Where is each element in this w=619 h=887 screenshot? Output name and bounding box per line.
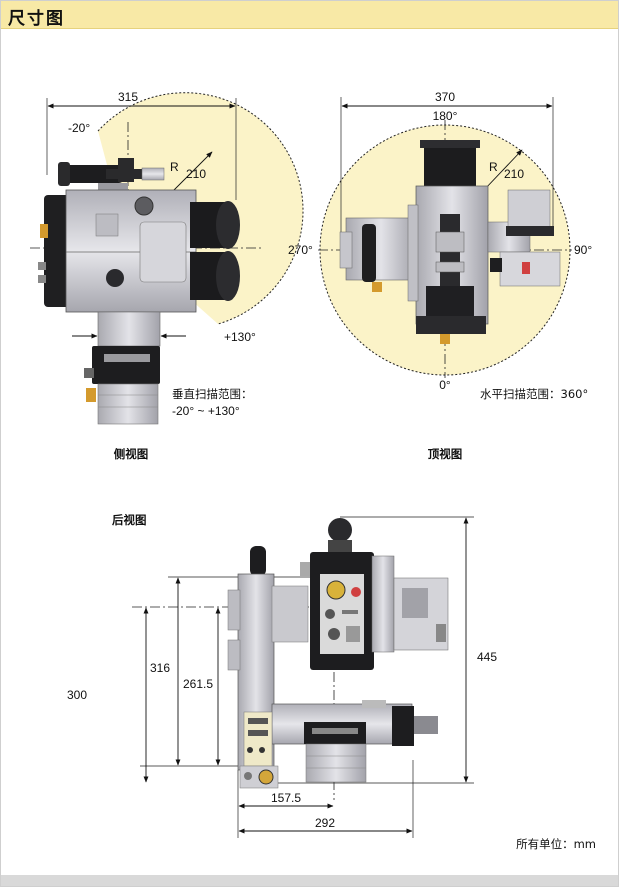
rear-dim-292: 292 [315, 816, 335, 830]
top-radius-symbol: R [489, 160, 498, 174]
unit-note: 所有单位：mm [516, 837, 596, 851]
side-view-caption: 侧视图 [114, 447, 149, 461]
side-angle-max: +130° [224, 330, 256, 344]
top-angle-270: 270° [288, 243, 313, 257]
rear-dim-316: 316 [150, 661, 170, 675]
rear-view-caption: 后视图 [112, 513, 147, 527]
side-angle-min: -20° [68, 121, 90, 135]
side-view: 315 R 210 -20° +130° [30, 90, 304, 461]
rear-dim-445: 445 [477, 650, 497, 664]
top-angle-180: 180° [433, 109, 458, 123]
side-radius-value: 210 [186, 167, 206, 181]
page-title: 尺寸图 [8, 9, 65, 29]
top-width-dim: 370 [435, 90, 455, 104]
top-view-caption: 顶视图 [428, 447, 463, 461]
side-radius-symbol: R [170, 160, 179, 174]
side-base [84, 311, 161, 425]
bottom-bar [1, 875, 618, 886]
top-radius-value: 210 [504, 167, 524, 181]
top-angle-90: 90° [574, 243, 592, 257]
top-scan-range: 水平扫描范围：360° [480, 387, 588, 401]
top-angle-0: 0° [439, 378, 451, 392]
side-lenses [190, 201, 240, 301]
rear-view: 后视图 445 316 261.5 300 157.5 292 [67, 513, 497, 838]
top-radius-line [483, 149, 523, 191]
top-view: 370 R 210 180° 270° 90° 0° [288, 90, 592, 461]
side-scan-arc [97, 92, 304, 325]
rear-dim-300: 300 [67, 688, 87, 702]
side-housing [38, 189, 197, 313]
side-scan-range: -20° ~ +130° [172, 404, 240, 418]
title-bar: 尺寸图 [1, 1, 618, 29]
rear-dim-1575: 157.5 [271, 791, 301, 805]
side-radius-line [171, 151, 213, 193]
side-width-dim: 315 [118, 90, 138, 104]
side-scan-title: 垂直扫描范围： [172, 387, 253, 401]
rear-dim-2615: 261.5 [183, 677, 213, 691]
rear-device [227, 518, 449, 789]
side-scope [58, 158, 165, 191]
top-device [339, 140, 561, 344]
